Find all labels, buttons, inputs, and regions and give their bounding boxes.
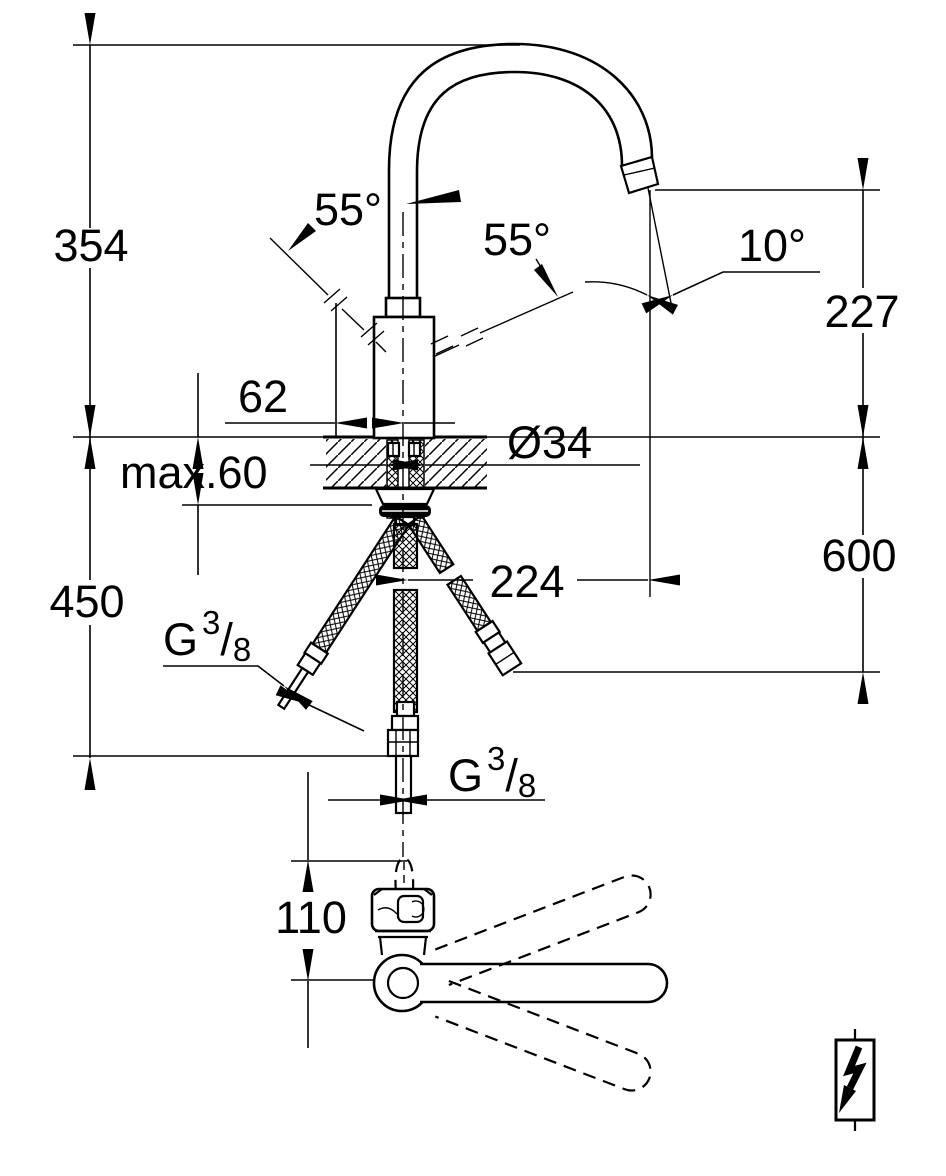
dim-62: 62: [225, 303, 455, 437]
dim-62-label: 62: [238, 371, 288, 422]
dim-diameter-34: Ø34: [310, 417, 640, 471]
handle-swing-up-dashed: [434, 874, 652, 986]
faucet-body: [372, 315, 436, 440]
spray-angle-annotation: 10°: [641, 187, 820, 597]
right-supply-hose: [406, 514, 523, 677]
dim-354: 354: [53, 13, 520, 469]
lever-clip: [396, 894, 425, 924]
deck-hatch-left: [326, 439, 386, 487]
pivot-inner-circle: [386, 966, 420, 1000]
symbol-frame: [834, 1038, 876, 1122]
hoses: [276, 514, 523, 815]
dim-600: 600: [513, 405, 897, 704]
right-swivel-arrowhead: [534, 264, 558, 297]
lightning-arrow-tip: [839, 1085, 856, 1113]
dim-450-label: 450: [49, 576, 124, 627]
left-supply-hose: [276, 514, 411, 711]
handle-lever: [420, 962, 669, 1004]
dim-110-label: 110: [275, 892, 347, 943]
center-hose-upper: [392, 522, 419, 570]
spout-tip: [619, 155, 660, 195]
swivel-arc: [584, 281, 678, 315]
left-swivel-arrowhead: [288, 223, 316, 251]
dim-224: 224: [376, 556, 680, 607]
lightning-icon: [843, 1045, 867, 1090]
dim-224-label: 224: [489, 556, 564, 607]
dim-max60: max.60: [120, 373, 372, 575]
spout-outer-curve: [387, 42, 654, 300]
axis-arrowhead: [406, 190, 461, 204]
faucet-side-view: [372, 42, 660, 440]
dim-227-label: 227: [824, 286, 899, 337]
dim-450: 450: [49, 405, 390, 790]
dim-600-label: 600: [821, 530, 896, 581]
deck-hatch-right: [425, 439, 487, 487]
low-pressure-symbol: [834, 1029, 876, 1131]
mounting-shank: [374, 439, 436, 527]
swivel-annotations: 55° 55°: [269, 184, 678, 358]
spray-angle-label: 10°: [738, 220, 806, 271]
spout-inner-curve: [415, 70, 624, 300]
tilted-spray-axis: [647, 187, 674, 314]
swivel-angle-left-label: 55°: [314, 184, 382, 235]
dim-34-label: Ø34: [507, 417, 592, 468]
dim-354-label: 354: [53, 220, 128, 271]
counter-deck: [73, 435, 880, 490]
swivel-angle-right-label: 55°: [483, 214, 551, 265]
center-hose-lower: [392, 588, 419, 714]
top-view: [370, 856, 669, 1092]
dim-max60-label: max.60: [120, 447, 268, 498]
mounting-flange: [374, 487, 436, 506]
handle-swing-down-dashed: [434, 980, 652, 1092]
dim-110: 110: [275, 772, 407, 1048]
